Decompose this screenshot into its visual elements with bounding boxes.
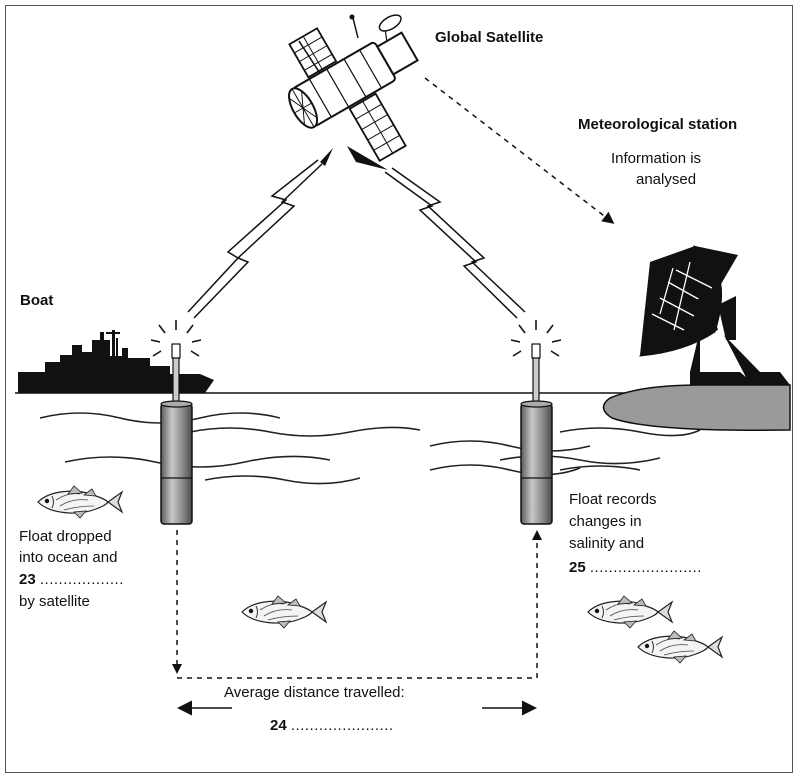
left-caption-line4: by satellite bbox=[19, 593, 90, 610]
question-24: 24 ...................... bbox=[270, 716, 394, 735]
float-left bbox=[150, 320, 202, 525]
left-caption-line2: into ocean and bbox=[19, 549, 118, 566]
data-transfer-arrow bbox=[424, 77, 615, 224]
question-24-number: 24 bbox=[270, 717, 287, 734]
station-title: Meteorological station bbox=[578, 116, 738, 133]
left-caption-line1: Float dropped bbox=[19, 528, 112, 545]
signal-lightning-right bbox=[384, 167, 526, 319]
ocean-waves bbox=[39, 412, 701, 485]
signal-arrowhead-left bbox=[320, 148, 333, 166]
right-caption-line1: Float records bbox=[569, 491, 657, 508]
question-23-number: 23 bbox=[19, 571, 36, 588]
satellite-dish-icon bbox=[639, 245, 790, 385]
question-23-blank: .................. bbox=[39, 571, 124, 588]
satellite-icon bbox=[288, 14, 419, 162]
shore-land bbox=[602, 384, 791, 431]
question-24-blank: ...................... bbox=[290, 717, 394, 734]
fish-icon bbox=[637, 630, 723, 664]
signal-arrowhead-right bbox=[347, 146, 388, 170]
fish-icon bbox=[587, 595, 673, 629]
station-text-line2: analysed bbox=[636, 171, 697, 188]
fish-icon bbox=[241, 595, 327, 629]
boat-label: Boat bbox=[20, 292, 54, 309]
float-drift-path bbox=[176, 530, 538, 679]
signal-lightning-left bbox=[187, 159, 323, 319]
question-25-number: 25 bbox=[569, 559, 586, 576]
station-text-line1: Information is bbox=[611, 150, 702, 167]
right-caption-line3: salinity and bbox=[569, 535, 645, 552]
boat-icon bbox=[18, 330, 214, 393]
drift-up-arrowhead bbox=[532, 530, 542, 540]
satellite-label: Global Satellite bbox=[435, 29, 544, 46]
diagram-frame bbox=[5, 5, 793, 773]
drift-down-arrowhead bbox=[172, 664, 182, 674]
float-right bbox=[510, 320, 562, 525]
fish-icon bbox=[37, 485, 123, 519]
question-25-blank: ........................ bbox=[589, 559, 702, 576]
distance-label: Average distance travelled: bbox=[224, 684, 405, 701]
question-25: 25 ........................ bbox=[569, 558, 702, 577]
right-caption-line2: changes in bbox=[569, 513, 642, 530]
question-23: 23 .................. bbox=[19, 570, 124, 589]
